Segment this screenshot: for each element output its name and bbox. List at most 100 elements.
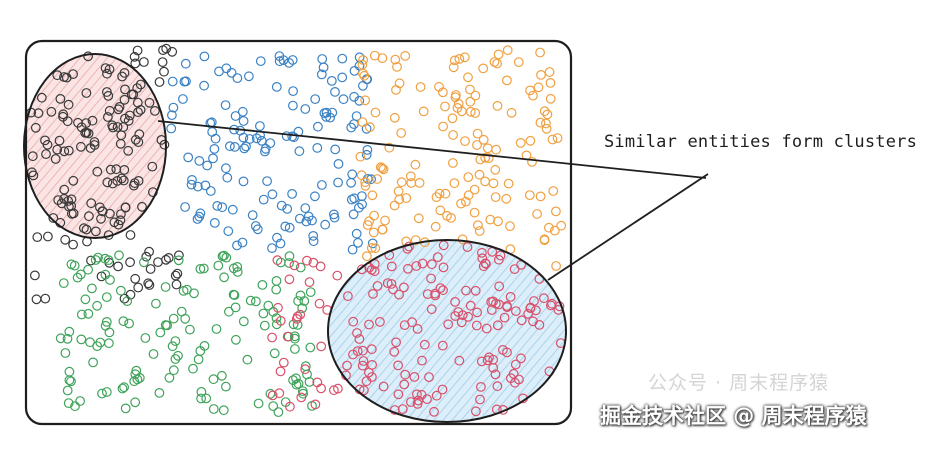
point-black (115, 215, 126, 226)
point-black (28, 170, 39, 181)
point-black (108, 122, 118, 133)
point-blue (294, 146, 305, 157)
data-points (26, 43, 567, 418)
point-orange (448, 158, 458, 168)
point-blue (214, 66, 224, 77)
point-blue (281, 131, 292, 142)
point-red (416, 389, 427, 400)
point-blue (337, 72, 348, 83)
point-blue (310, 191, 320, 202)
point-blue (224, 141, 235, 152)
point-red (352, 328, 362, 338)
point-red (407, 317, 418, 328)
point-black (112, 175, 123, 186)
point-red (289, 260, 300, 271)
point-orange (515, 137, 526, 148)
point-green (66, 376, 76, 387)
point-black (102, 112, 113, 122)
point-orange (454, 54, 465, 64)
point-blue (267, 243, 277, 254)
point-red (382, 278, 393, 289)
point-black (92, 166, 103, 177)
point-red (356, 264, 367, 275)
point-green (288, 319, 299, 330)
point-green (64, 366, 75, 377)
point-orange (541, 118, 551, 129)
point-orange (451, 90, 461, 100)
point-red (531, 305, 541, 316)
point-blue (348, 209, 359, 220)
point-red (332, 270, 343, 281)
point-green (232, 267, 243, 277)
point-black (86, 198, 97, 209)
point-red (462, 242, 473, 253)
point-orange (549, 225, 560, 236)
point-green (170, 336, 181, 347)
point-green (196, 387, 207, 397)
point-black (75, 141, 86, 152)
point-red (391, 337, 402, 348)
point-black (81, 88, 92, 98)
point-orange (492, 58, 503, 69)
point-green (103, 255, 114, 266)
point-red (343, 291, 353, 302)
point-black (171, 279, 182, 290)
point-black (141, 251, 152, 262)
point-black (32, 232, 43, 243)
point-orange (438, 121, 449, 132)
point-red (291, 314, 302, 324)
point-black (154, 77, 165, 87)
point-red (475, 394, 485, 405)
point-orange (545, 77, 556, 88)
point-orange (472, 140, 482, 150)
point-black (130, 273, 141, 284)
point-green (138, 257, 149, 268)
point-red (417, 258, 428, 269)
point-blue (177, 94, 188, 104)
point-blue (237, 237, 248, 248)
point-blue (333, 158, 344, 169)
point-orange (551, 206, 561, 217)
point-black (159, 139, 170, 150)
point-green (83, 264, 93, 275)
point-blue (282, 203, 293, 214)
point-blue (166, 110, 177, 120)
point-orange (505, 221, 515, 232)
point-orange (533, 82, 544, 93)
point-orange (360, 95, 371, 106)
point-green (173, 255, 184, 266)
point-green (232, 262, 243, 272)
point-black (68, 175, 79, 186)
point-black (129, 178, 140, 189)
point-green (219, 250, 229, 261)
point-orange (362, 251, 372, 262)
point-red (498, 345, 508, 355)
point-green (162, 320, 173, 331)
point-orange (541, 123, 552, 134)
point-green (134, 373, 145, 383)
point-green (167, 341, 178, 352)
point-green (230, 302, 241, 313)
point-green (271, 284, 282, 295)
point-green (195, 264, 206, 274)
point-black (123, 145, 134, 156)
point-orange (415, 82, 426, 92)
point-orange (360, 180, 371, 191)
point-orange (430, 221, 441, 232)
point-orange (378, 164, 389, 175)
point-green (88, 357, 98, 368)
point-blue (278, 55, 289, 65)
point-red (278, 357, 289, 368)
point-red (378, 381, 389, 392)
point-orange (357, 59, 368, 70)
point-red (413, 395, 424, 406)
point-black (109, 217, 120, 228)
point-green (154, 388, 165, 398)
pointer-line-upper (157, 120, 707, 179)
point-green (297, 303, 308, 314)
point-red (492, 381, 503, 392)
point-orange (435, 205, 446, 216)
point-red (426, 273, 437, 284)
point-red (399, 379, 410, 390)
